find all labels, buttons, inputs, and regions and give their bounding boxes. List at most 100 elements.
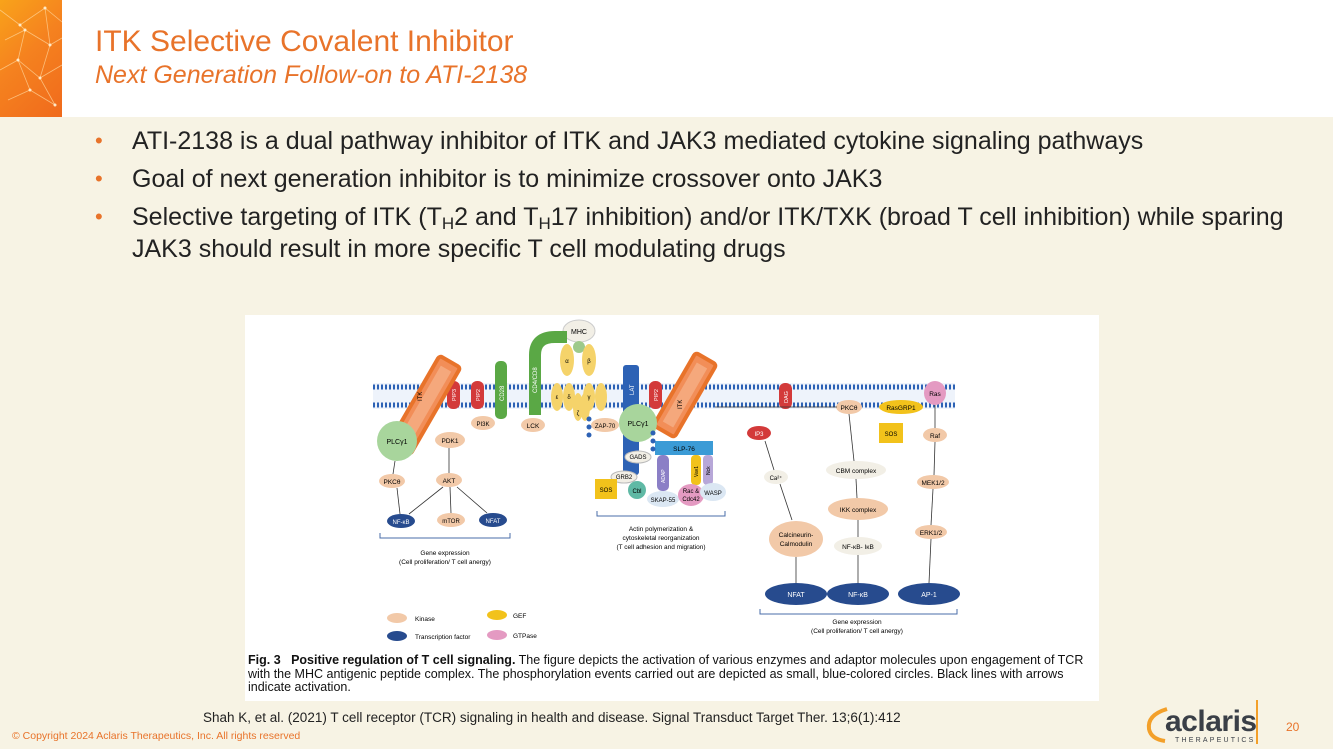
skap55-shape: [647, 491, 679, 507]
citation: Shah K, et al. (2021) T cell receptor (T…: [203, 710, 901, 725]
sos-right-label: SOS: [885, 432, 898, 438]
pkc-left-shape: [379, 474, 405, 488]
nfkb-right-shape: [827, 583, 889, 605]
actin-bracket: [596, 511, 726, 517]
legend-kinase-label: Kinase: [415, 616, 435, 623]
plcg1-center-label: PLCγ1: [627, 421, 648, 428]
nfat-left-label: NFAT: [486, 519, 501, 525]
wasp-label: WASP: [704, 491, 721, 497]
ikk-shape: [828, 498, 888, 520]
rasgrp1-shape: [879, 400, 923, 414]
bullet-item: • ATI-2138 is a dual pathway inhibitor o…: [95, 125, 1315, 157]
bullet-text-segment: 2 and T: [454, 203, 539, 231]
sos-center-shape: [595, 479, 617, 499]
actin-label-2: cytoskeletal reorganization: [623, 535, 700, 542]
sos-center-label: SOS: [600, 488, 613, 494]
ca-label: Ca²⁺: [770, 475, 783, 482]
akt-label: AKT: [443, 478, 456, 485]
nfkb-ikb-shape: [834, 537, 882, 555]
alpha-label: α: [565, 359, 569, 365]
pdk1-label: PDK1: [442, 438, 459, 445]
mtor-shape: [437, 513, 465, 527]
pi3k-shape: [471, 416, 495, 430]
zap70-shape: [591, 418, 619, 432]
tcr-signaling-figure: MHC CD4/CD8 α β ε δ γ ζ CD28 PIP3 PIP2: [245, 315, 1099, 701]
vav1-shape: [691, 455, 701, 485]
erk-shape: [915, 525, 947, 539]
bullet-dot-icon: •: [95, 128, 103, 153]
logo-arc-icon: [1146, 707, 1168, 743]
legend-gef-swatch: [487, 610, 507, 620]
logo-tagline: THERAPEUTICS: [1175, 737, 1256, 744]
pkc-right-label: PKCθ: [841, 405, 858, 412]
page-number: 20: [1286, 720, 1300, 734]
cd4cd8-label: CD4/CD8: [533, 367, 539, 393]
lck-label: LCK: [527, 423, 540, 430]
legend-tf-swatch: [387, 631, 407, 641]
cbm-shape: [826, 461, 886, 479]
slp76-label: SLP-76: [673, 446, 695, 453]
header-band: [0, 0, 1333, 117]
vav1-label: Vav1: [694, 466, 700, 477]
nfkb-right-label: NF-κB: [848, 592, 868, 599]
bullet-text: ATI-2138 is a dual pathway inhibitor of …: [132, 127, 1144, 155]
mek-label: MEK1/2: [921, 480, 945, 487]
bullet-dot-icon: •: [95, 204, 103, 229]
pip2-right-label: PIP2: [654, 389, 660, 401]
gene-left-label-2: (Cell proliferation/ T cell anergy): [399, 559, 491, 566]
ap1-label: AP-1: [921, 592, 937, 599]
nck-label: Nck: [706, 466, 712, 475]
nfkb-left-label: NF-κB: [393, 520, 410, 526]
plcg1-center-shape: [619, 404, 657, 442]
nck-shape: [703, 455, 713, 485]
cd28-shape: [495, 361, 507, 419]
cbm-label: CBM complex: [836, 468, 877, 475]
bullet-text: Goal of next generation inhibitor is to …: [132, 165, 883, 193]
itk-right-label: ITK: [678, 400, 684, 409]
grb2-shape: [610, 470, 638, 484]
bullet-text-segment: 17 inhibition) and/or ITK/TXK (broad T c…: [132, 203, 1284, 263]
slp76-shape: [655, 441, 713, 455]
bullet-item: • Selective targeting of ITK (TH2 and TH…: [95, 201, 1315, 265]
lat-label: LAT: [630, 384, 636, 395]
bullet-text: Selective targeting of ITK (TH2 and TH17…: [132, 203, 1284, 263]
copyright-notice: © Copyright 2024 Aclaris Therapeutics, I…: [12, 730, 301, 742]
legend-gtpase-label: GTPase: [513, 633, 537, 640]
pip2-label: PIP2: [476, 389, 482, 401]
right-arrows: [715, 405, 936, 584]
rasgrp1-label: RasGRP1: [886, 405, 916, 412]
figure-number: Fig. 3: [248, 653, 281, 667]
cbl-label: Cbl: [632, 489, 641, 495]
mtor-label: mTOR: [442, 519, 460, 525]
corner-decoration: [0, 0, 62, 117]
gene-right-label-2: (Cell proliferation/ T cell anergy): [811, 628, 903, 635]
actin-label-3: (T cell adhesion and migration): [616, 544, 705, 551]
subscript: H: [538, 214, 551, 233]
plcg1-left-label: PLCγ1: [386, 439, 407, 446]
pkc-right-shape: [836, 400, 862, 414]
rac-shape: [678, 484, 704, 506]
erk-label: ERK1/2: [920, 530, 943, 537]
bullet-list: • ATI-2138 is a dual pathway inhibitor o…: [95, 125, 1315, 271]
legend-gtpase-swatch: [487, 630, 507, 640]
company-logo: aclaris THERAPEUTICS: [1143, 703, 1257, 747]
nfkb-left-shape: [387, 514, 415, 528]
dag-label: DAG: [784, 391, 790, 403]
cbl-shape: [628, 481, 646, 499]
gene-right-label-1: Gene expression: [832, 619, 882, 626]
akt-shape: [436, 473, 462, 487]
gene-left-bracket: [379, 533, 511, 539]
slide-title: ITK Selective Covalent Inhibitor: [95, 25, 514, 58]
caption-text: The figure depicts the activation of var…: [248, 653, 1084, 694]
calcineurin-label: Calcineurin-: [779, 532, 814, 539]
peptide-shape: [573, 341, 585, 353]
actin-label-1: Actin polymerization &: [629, 526, 694, 533]
calcineurin-shape: [769, 521, 823, 557]
grb2-label: GRB2: [616, 475, 633, 481]
gene-left-label-1: Gene expression: [420, 550, 470, 557]
pip3-label: PIP3: [452, 389, 458, 401]
epsilon-label: ε: [556, 395, 559, 401]
dag-shape: [779, 383, 792, 409]
itk-left-label: ITK: [418, 392, 424, 401]
tcr-chains: [551, 344, 607, 421]
